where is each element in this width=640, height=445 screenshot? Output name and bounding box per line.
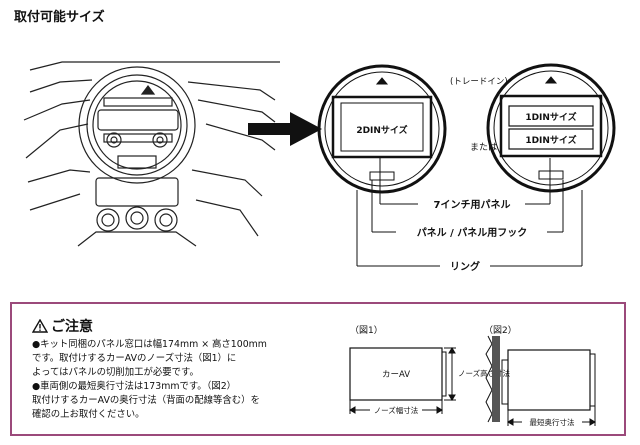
- fig1-caption: （図1）: [350, 325, 383, 336]
- caution-line: です。取付けするカーAVのノーズ寸法（図1）に: [32, 353, 237, 364]
- ring-label: リング: [450, 260, 480, 273]
- din1-label-bottom: 1DINサイズ: [525, 134, 576, 146]
- fig2-depth-drawing: [485, 335, 596, 426]
- tray-label: (トレードイン): [450, 77, 508, 87]
- warning-icon: [32, 319, 48, 333]
- fig1-width-label: ノーズ幅寸法: [374, 405, 419, 415]
- caution-line: ●車両側の最短奥行寸法は173mmです。（図2）: [32, 381, 237, 392]
- caution-line: 取付けするカーAVの奥行寸法（背面の配線等含む）を: [32, 395, 260, 406]
- caution-line: よってはパネルの切削加工が必要です。: [32, 367, 199, 378]
- page-title: 取付可能サイズ: [14, 10, 105, 25]
- fig1-car-av: [349, 347, 456, 414]
- caution-title: ご注意: [51, 319, 93, 335]
- din2-label: 2DINサイズ: [356, 124, 407, 136]
- hook-label: パネル / パネル用フック: [417, 227, 528, 239]
- fig2-depth-bg: [522, 416, 582, 428]
- fig2-depth-label: 最短奥行寸法: [530, 417, 575, 427]
- or-label: または: [470, 142, 497, 153]
- caution-text: ●キット同梱のパネル窓口は幅174mm × 高さ100mm です。取付けするカー…: [32, 338, 347, 422]
- leader-lines: [356, 158, 583, 267]
- caution-figures: （図1） カーAV ノーズ幅寸法 ノーズ高さ寸法 （図2）: [349, 325, 596, 428]
- ring-2din: [317, 64, 447, 194]
- caution-line: ●キット同梱のパネル窓口は幅174mm × 高さ100mm: [32, 339, 267, 350]
- caution-box: ご注意 ●キット同梱のパネル窓口は幅174mm × 高さ100mm です。取付け…: [10, 302, 626, 436]
- fig2-caption: （図2）: [484, 325, 517, 336]
- direction-arrow: [248, 112, 322, 146]
- ring-1din: [486, 63, 616, 193]
- fig1-width-bg: [370, 404, 422, 416]
- dashboard-illustration: [23, 61, 280, 247]
- din1-label-top: 1DINサイズ: [525, 111, 576, 123]
- fig1-box-label: カーAV: [382, 370, 410, 380]
- panel7-label: 7インチ用パネル: [434, 199, 511, 211]
- caution-heading: ご注意: [32, 316, 93, 336]
- caution-line: 確認の上お取付ください。: [32, 409, 145, 420]
- fig1-height-label: ノーズ高さ寸法: [458, 368, 511, 378]
